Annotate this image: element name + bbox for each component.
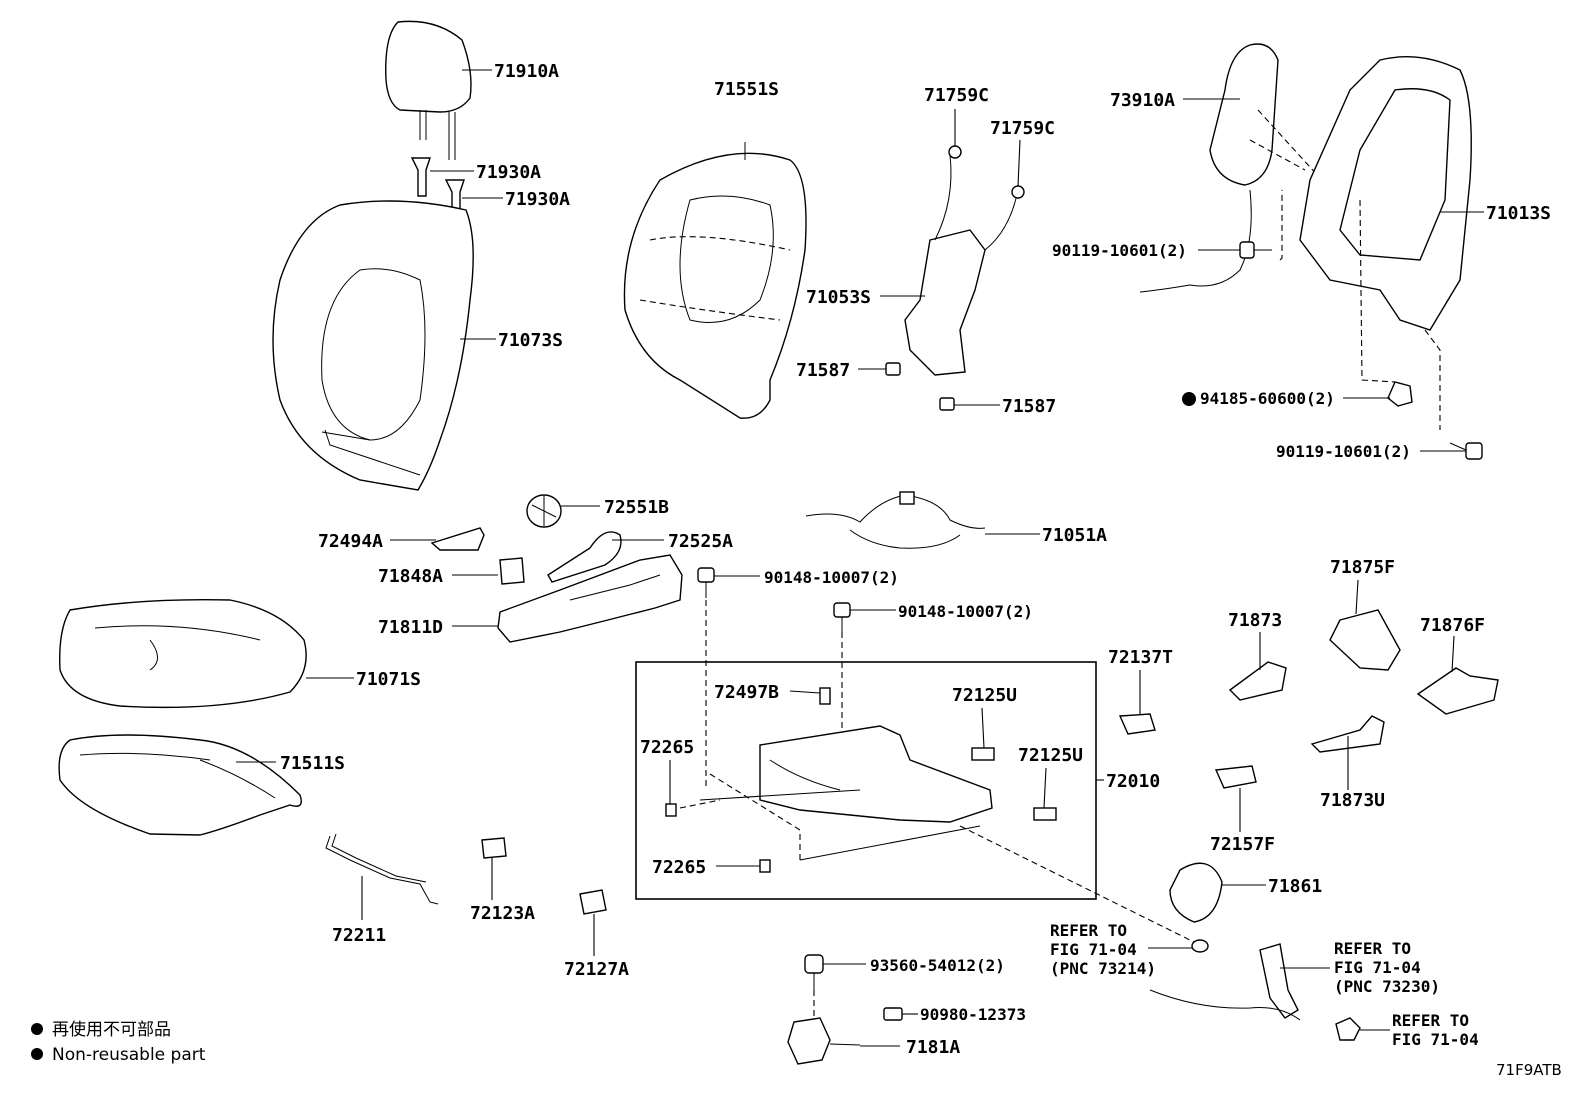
- label-94185: 94185-60600(2): [1200, 389, 1335, 408]
- seatbelt-buckle: [1149, 939, 1361, 1041]
- bolt-90148-2: [833, 602, 851, 632]
- clip-71587-2: [939, 397, 955, 411]
- bracket-71848A: [499, 557, 525, 585]
- bracket-71873U: [1310, 715, 1385, 753]
- clip-72127A: [579, 889, 607, 915]
- svg-text:REFER TO: REFER TO: [1050, 921, 1127, 940]
- legend-dot-2: [31, 1048, 43, 1060]
- label-90119-2: 90119-10601(2): [1276, 442, 1411, 461]
- label-72551B: 72551B: [604, 497, 669, 518]
- label-71511S: 71511S: [280, 753, 345, 774]
- refer-to-73214[interactable]: REFER TO FIG 71-04 (PNC 73214): [1050, 921, 1156, 978]
- legend-en: Non-reusable part: [52, 1045, 206, 1065]
- label-72157F: 72157F: [1210, 834, 1275, 855]
- svg-text:FIG 71-04: FIG 71-04: [1050, 940, 1137, 959]
- cover-72157F: [1214, 765, 1257, 789]
- label-71811D: 71811D: [378, 617, 443, 638]
- seatback-frame: [1299, 56, 1472, 331]
- label-71013S: 71013S: [1486, 203, 1551, 224]
- wire-72211: [325, 833, 439, 905]
- svg-text:FIG 71-04: FIG 71-04: [1392, 1030, 1479, 1049]
- label-72137T: 72137T: [1108, 647, 1173, 668]
- label-71861: 71861: [1268, 876, 1322, 897]
- label-71759C-2: 71759C: [990, 118, 1055, 139]
- nut-94185: [1387, 381, 1413, 407]
- label-71551S: 71551S: [714, 79, 779, 100]
- seat-cushion-pad: [58, 734, 302, 836]
- svg-text:REFER TO: REFER TO: [1392, 1011, 1469, 1030]
- refer-to-fig-71-04[interactable]: REFER TO FIG 71-04: [1392, 1011, 1479, 1049]
- seatback-pad: [272, 200, 474, 491]
- svg-text:(PNC 73214): (PNC 73214): [1050, 959, 1156, 978]
- bolt-93560: [804, 954, 824, 990]
- knob-72551B: [526, 494, 562, 528]
- cover-71873: [1228, 661, 1287, 701]
- svg-text:(PNC 73230): (PNC 73230): [1334, 977, 1440, 996]
- label-72497B: 72497B: [714, 682, 779, 703]
- label-71053S: 71053S: [806, 287, 871, 308]
- shield-71811D: [497, 554, 683, 643]
- label-72010: 72010: [1106, 771, 1160, 792]
- label-71071S: 71071S: [356, 669, 421, 690]
- label-72494A: 72494A: [318, 531, 383, 552]
- svg-text:FIG 71-04: FIG 71-04: [1334, 958, 1421, 977]
- refer-to-73230[interactable]: REFER TO FIG 71-04 (PNC 73230): [1334, 939, 1440, 996]
- label-71873U: 71873U: [1320, 790, 1385, 811]
- cover-72137T: [1118, 713, 1156, 735]
- label-72127A: 72127A: [564, 959, 629, 980]
- label-72525A: 72525A: [668, 531, 733, 552]
- label-7181A: 7181A: [906, 1037, 960, 1058]
- lumbar-support: [904, 145, 1025, 376]
- switch-7181A: [787, 1017, 861, 1065]
- label-71873: 71873: [1228, 610, 1282, 631]
- label-71759C-1: 71759C: [924, 85, 989, 106]
- label-93560: 93560-54012(2): [870, 956, 1005, 975]
- cover-71875F: [1329, 609, 1401, 671]
- seat-adjuster: [665, 687, 1057, 873]
- label-72265-1: 72265: [640, 737, 694, 758]
- side-airbag: [1139, 43, 1279, 293]
- label-90148-1: 90148-10007(2): [764, 568, 899, 587]
- headrest-guide-1: [410, 157, 431, 197]
- label-71848A: 71848A: [378, 566, 443, 587]
- cover-72494A: [430, 527, 485, 551]
- label-71930A-2: 71930A: [505, 189, 570, 210]
- label-72125U-1: 72125U: [952, 685, 1017, 706]
- label-71587-1: 71587: [796, 360, 850, 381]
- label-73910A: 73910A: [1110, 90, 1175, 111]
- label-71051A: 71051A: [1042, 525, 1107, 546]
- label-90119-1: 90119-10601(2): [1052, 241, 1187, 260]
- legend-jp: 再使用不可部品: [52, 1019, 171, 1040]
- headrest: [385, 20, 472, 160]
- legend-dot-1: [31, 1023, 43, 1035]
- label-90980: 90980-12373: [920, 1005, 1026, 1024]
- clip-90980: [883, 1007, 903, 1021]
- cover-71861: [1169, 862, 1223, 923]
- label-90148-2: 90148-10007(2): [898, 602, 1033, 621]
- lever-72525A: [547, 531, 622, 583]
- non-reusable-mark: [1182, 392, 1196, 406]
- label-71587-2: 71587: [1002, 396, 1056, 417]
- svg-text:REFER TO: REFER TO: [1334, 939, 1411, 958]
- label-71930A-1: 71930A: [476, 162, 541, 183]
- seatback-cover: [623, 142, 807, 419]
- figure-code: 71F9ATB: [1496, 1061, 1562, 1079]
- label-71910A: 71910A: [494, 61, 559, 82]
- bolt-90148-1: [697, 567, 715, 598]
- clip-72123A: [481, 837, 507, 859]
- label-72125U-2: 72125U: [1018, 745, 1083, 766]
- label-71875F: 71875F: [1330, 557, 1395, 578]
- label-72123A: 72123A: [470, 903, 535, 924]
- bolt-90119-1: [1239, 241, 1272, 259]
- label-72265-2: 72265: [652, 857, 706, 878]
- harness-71051A: [805, 491, 986, 549]
- label-71876F: 71876F: [1420, 615, 1485, 636]
- label-71073S: 71073S: [498, 330, 563, 351]
- seat-cushion-cover: [59, 599, 307, 709]
- label-72211: 72211: [332, 925, 386, 946]
- cover-71876F: [1416, 667, 1499, 715]
- clip-71587-1: [885, 362, 901, 376]
